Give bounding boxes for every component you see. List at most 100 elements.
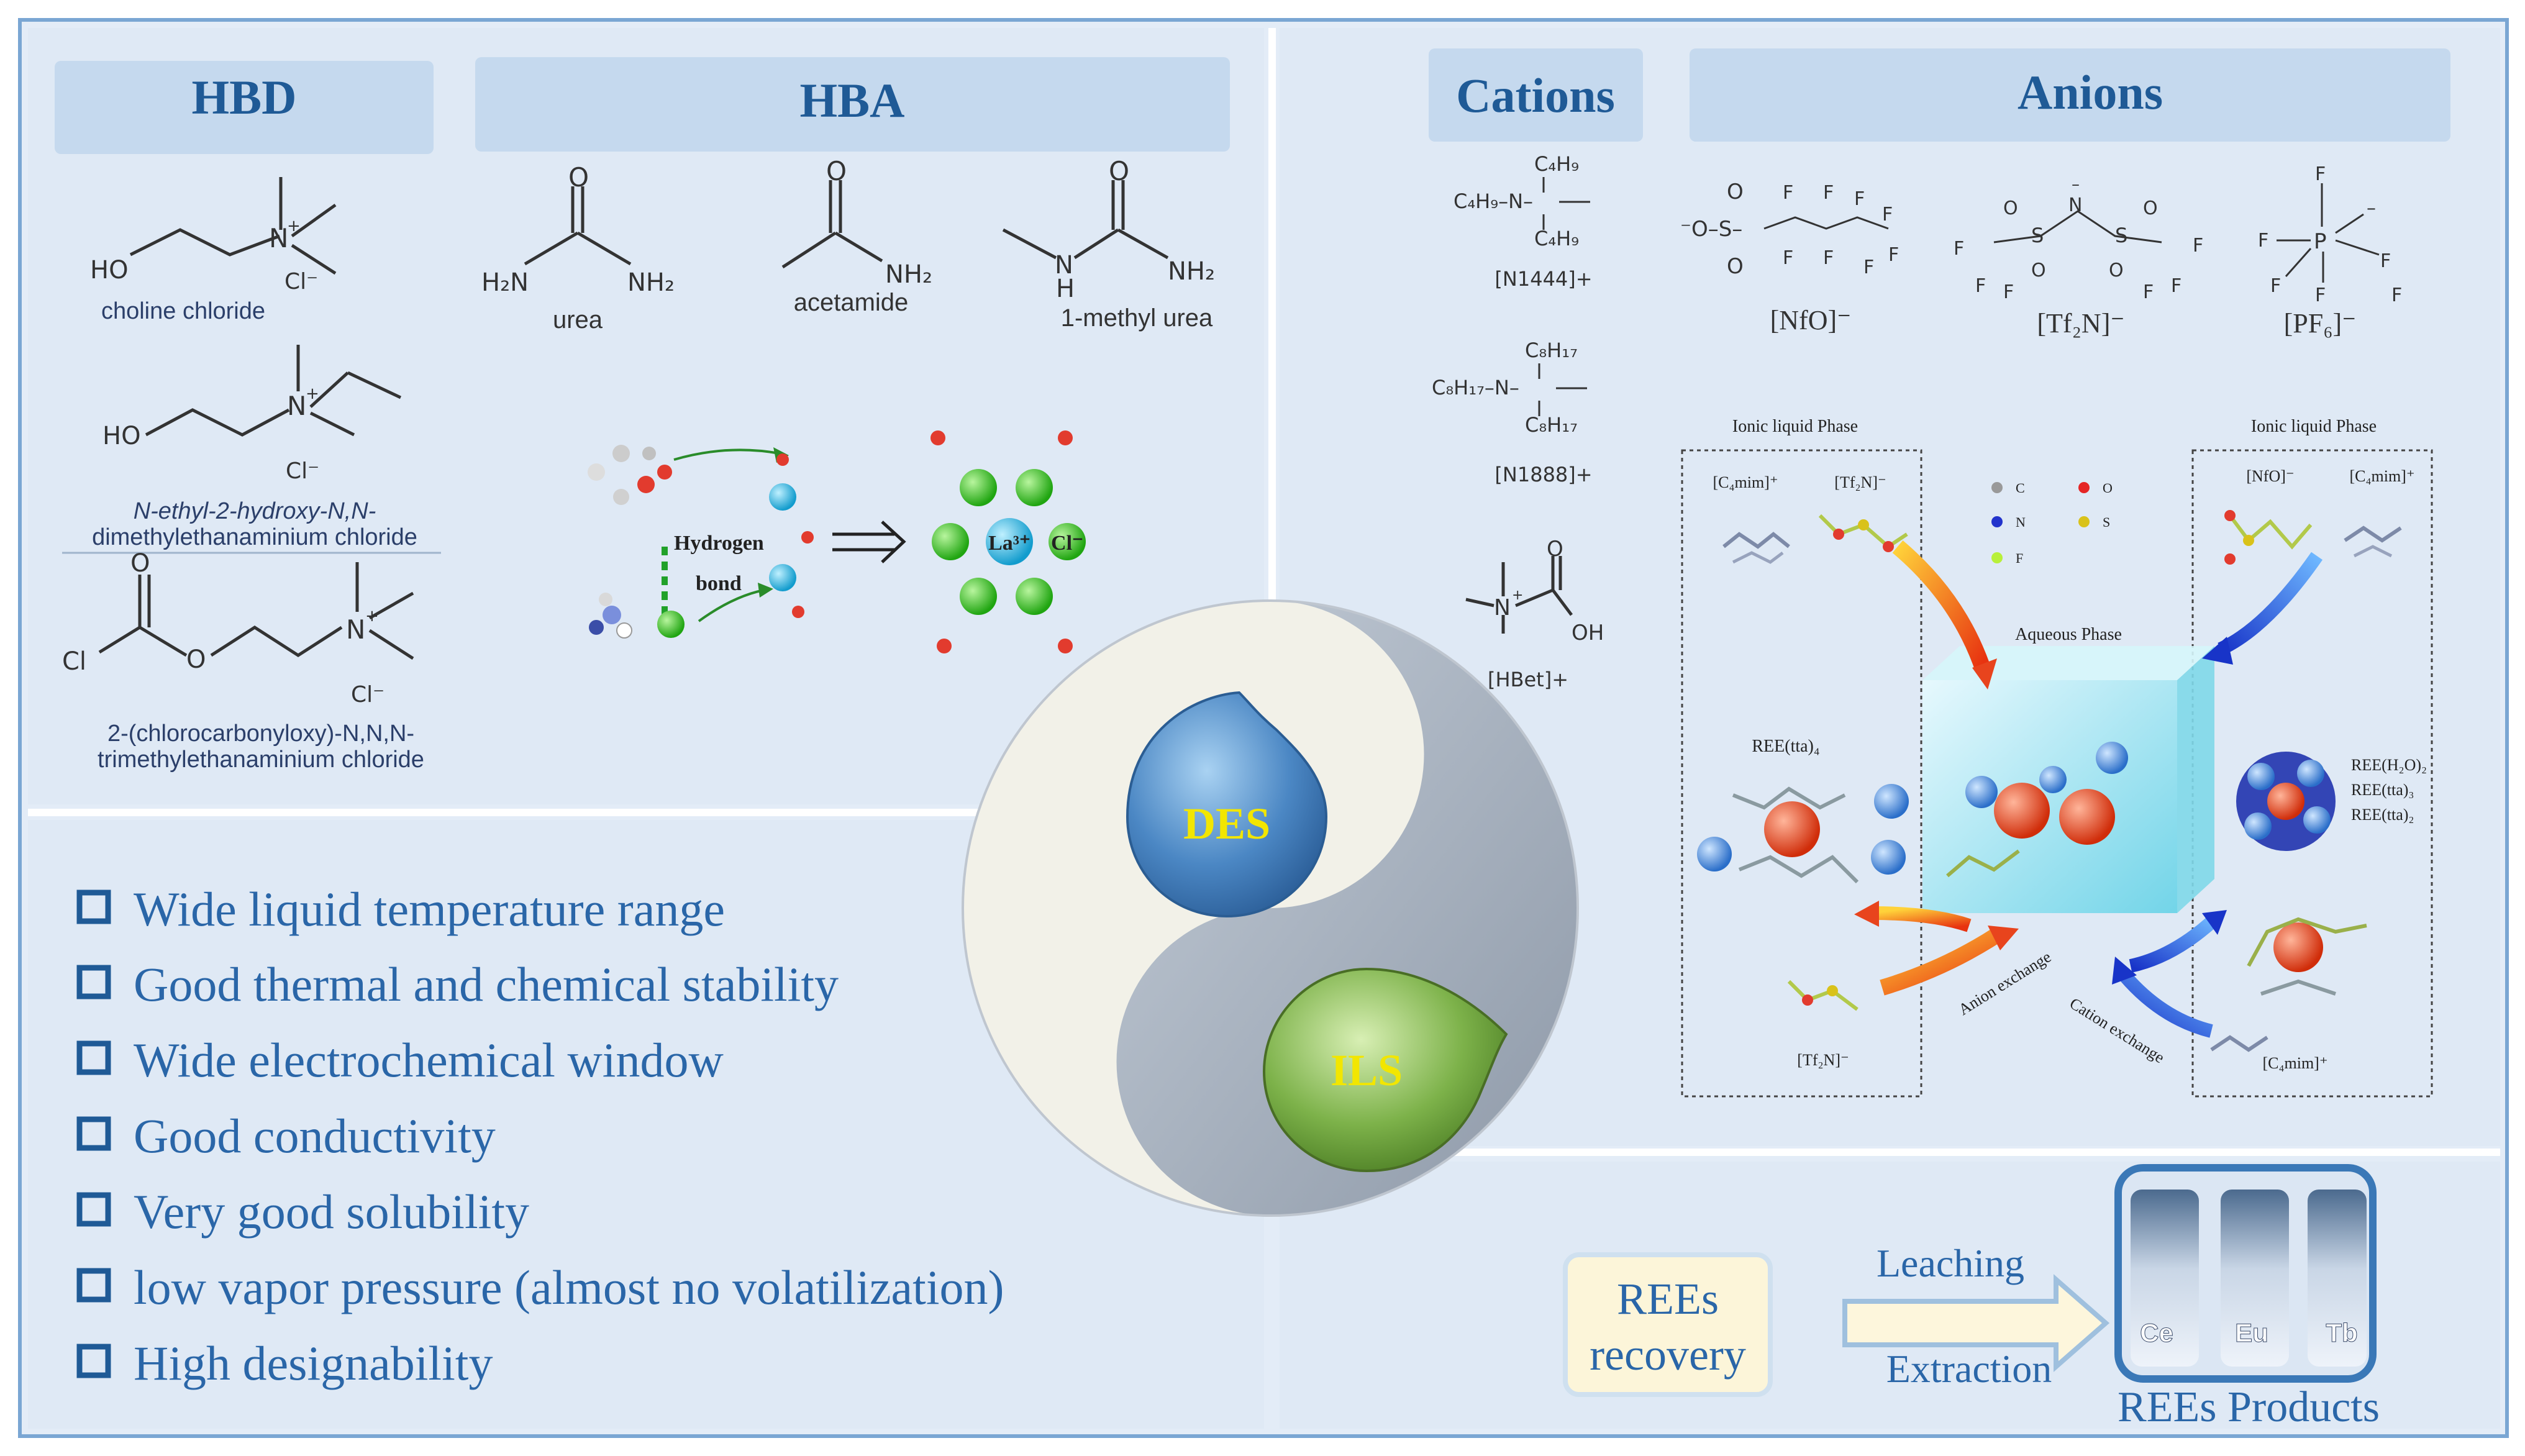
svg-text:N: N	[1055, 251, 1073, 280]
svg-text:O: O	[2003, 198, 2018, 219]
hbd-compound-3a: 2-(chlorocarbonyloxy)-N,N,N-	[107, 721, 414, 747]
hbd-hba-panel	[28, 28, 1264, 804]
svg-text:N: N	[287, 391, 306, 421]
svg-text:C₄H₉: C₄H₉	[1534, 152, 1579, 176]
hbond-label-1: Hydrogen	[674, 532, 764, 555]
svg-text:F: F	[1854, 188, 1865, 210]
svg-text:H₂N: H₂N	[481, 268, 529, 297]
right-cation-label: [C₄mim]⁺	[2349, 467, 2414, 485]
ree-complex-label-2: REE(tta)₃	[2351, 781, 2414, 799]
process-arrow	[1842, 1274, 2110, 1372]
chlorocarbonyloxy-structure: Cl O O N + Cl⁻	[62, 549, 414, 708]
svg-text:Cl⁻: Cl⁻	[286, 458, 319, 484]
double-arrow-icon	[832, 521, 906, 563]
choline-chloride-structure: HO N + Cl⁻	[90, 177, 337, 294]
anions-title: Anions	[2018, 65, 2163, 119]
hbond-label-2: bond	[696, 572, 742, 595]
cation-label-3: [HBet]+	[1488, 668, 1568, 691]
svg-text:F: F	[1882, 204, 1893, 225]
left-cation-label: [C₄mim]⁺	[1713, 473, 1778, 491]
checkbox-icon	[76, 1268, 111, 1303]
recovery-label-1: REEs	[1617, 1274, 1719, 1324]
svg-text:O: O	[1109, 156, 1129, 186]
hydrogen-bond-illustration: Hydrogen bond La³⁺ Cl⁻	[588, 430, 1086, 653]
svg-text:F: F	[1888, 244, 1899, 266]
svg-text:N: N	[2068, 194, 2082, 216]
methyl-urea-structure: O N H NH₂	[1002, 156, 1215, 303]
tta-ligand	[2039, 766, 2067, 793]
cation-n1444-structure: C₄H₉–N– C₄H₉ C₄H₉	[1454, 152, 1590, 250]
svg-text:O: O	[2103, 480, 2113, 496]
checkbox-icon	[76, 965, 111, 999]
la-cl-lattice	[930, 430, 1086, 653]
svg-text:O: O	[2109, 260, 2124, 281]
svg-text:Cl⁻: Cl⁻	[284, 269, 318, 294]
svg-text:C₈H₁₇–N–: C₈H₁₇–N–	[1432, 376, 1519, 399]
extraction-mechanism: Ionic liquid Phase Ionic liquid Phase [C…	[1681, 417, 2433, 1098]
svg-text:O: O	[2143, 198, 2158, 219]
aqueous-cube	[1922, 646, 2214, 913]
checkbox-icon	[76, 1344, 111, 1378]
svg-text:F: F	[2193, 235, 2203, 257]
ree-complex-label-1: REE(H₂O)₂	[2351, 756, 2427, 774]
cl-label: Cl⁻	[1051, 532, 1083, 555]
ree-complex-label-3: REE(tta)₂	[2351, 806, 2414, 824]
tta-ligand	[2096, 742, 2128, 774]
recovery-label-2: recovery	[1590, 1330, 1746, 1380]
property-6: low vapor pressure (almost no volatiliza…	[134, 1260, 1004, 1314]
svg-text:F: F	[2380, 250, 2391, 272]
svg-text:O: O	[130, 549, 150, 578]
ree-ion-left	[1764, 801, 1820, 857]
hbd-compound-2b: dimethylethanaminium chloride	[92, 524, 417, 550]
property-4: Good conductivity	[134, 1109, 496, 1163]
hbd-title: HBD	[191, 70, 296, 124]
tta-ligand	[1874, 784, 1909, 819]
svg-text:F: F	[2315, 163, 2326, 185]
left-phase-label: Ionic liquid Phase	[1732, 417, 1858, 436]
des-label: DES	[1183, 799, 1270, 849]
svg-text:⁻O–S–: ⁻O–S–	[1680, 217, 1742, 242]
property-2: Good thermal and chemical stability	[134, 957, 839, 1011]
cation-hbet-structure: N + O OH	[1465, 537, 1604, 645]
right-imidazolium-molecule-icon	[2344, 526, 2402, 558]
atom-legend: C O N S F	[1991, 480, 2113, 566]
svg-text:F: F	[1975, 275, 1986, 297]
svg-text:F: F	[1863, 257, 1874, 278]
checkbox-icon	[76, 1116, 111, 1151]
hba-compound-3: 1-methyl urea	[1061, 304, 1213, 332]
urea-structure: O H₂N NH₂	[481, 162, 675, 297]
hba-header	[475, 57, 1230, 152]
checkbox-icon	[76, 1192, 111, 1227]
svg-text:F: F	[2171, 275, 2182, 297]
bottom-cation-label: [C₄mim]⁺	[2262, 1054, 2327, 1072]
svg-text:+: +	[1512, 588, 1523, 603]
la-label: La³⁺	[988, 532, 1030, 555]
svg-text:S: S	[2103, 514, 2110, 530]
svg-text:Cl⁻: Cl⁻	[351, 682, 384, 708]
hbd-compound-2a: N-ethyl-2-hydroxy-N,N-	[134, 498, 376, 524]
anion-tf2n-structure: N – S S O O O O F F F F F F	[1954, 175, 2203, 303]
svg-text:HO: HO	[90, 256, 129, 284]
vial-tb	[2308, 1190, 2367, 1367]
svg-text:P: P	[2314, 229, 2327, 254]
svg-text:F: F	[2391, 284, 2402, 306]
tta-ligand	[1871, 840, 1906, 875]
bottom-tf2n-molecule-icon	[1787, 980, 1858, 1011]
svg-text:N: N	[1494, 595, 1511, 621]
svg-text:C₄H₉: C₄H₉	[1534, 227, 1579, 250]
property-1: Wide liquid temperature range	[134, 882, 725, 936]
hba-compound-2: acetamide	[794, 289, 909, 316]
cation-n1888-structure: C₈H₁₇–N– C₈H₁₇ C₈H₁₇	[1432, 339, 1587, 437]
products-label: REEs Products	[2118, 1383, 2380, 1431]
vial-label-ce: Ce	[2140, 1318, 2173, 1347]
svg-text:NH₂: NH₂	[1168, 257, 1215, 286]
svg-text:N: N	[2016, 514, 2026, 530]
ree-tta4-label: REE(tta)₄	[1752, 737, 1819, 756]
left-phase-box	[1681, 449, 1922, 1098]
acid-molecule-icon	[588, 445, 672, 505]
svg-text:S: S	[2031, 224, 2044, 247]
svg-text:F: F	[1823, 182, 1834, 204]
svg-text:F: F	[2258, 230, 2268, 252]
svg-text:O: O	[1727, 180, 1744, 204]
